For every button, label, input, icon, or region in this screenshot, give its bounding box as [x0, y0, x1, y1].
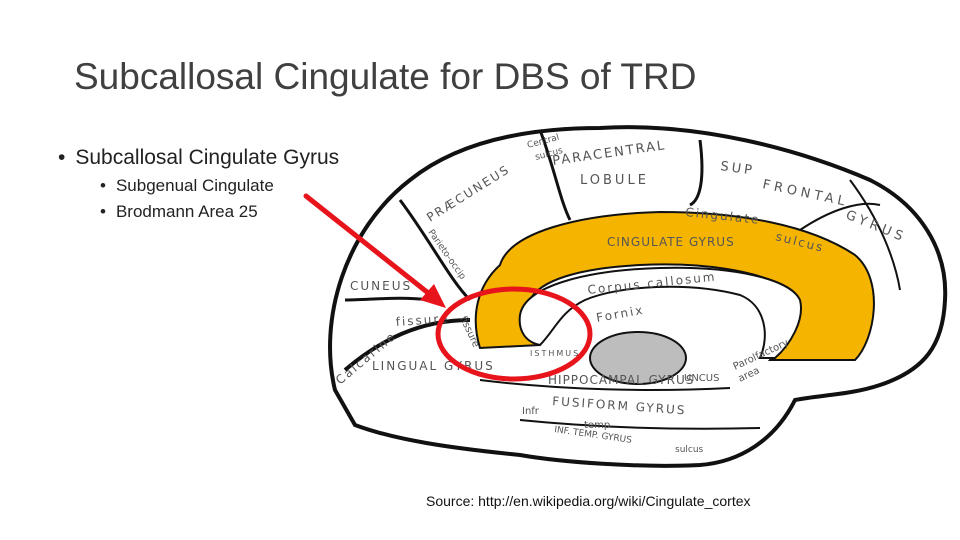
- label-infr: Infr: [522, 406, 540, 417]
- sulcus-line: [479, 379, 731, 391]
- sub-bullet-text: Subgenual Cingulate: [115, 176, 274, 195]
- sub-bullet-item: • Subgenual Cingulate: [100, 176, 339, 196]
- annotation-circle: [435, 286, 593, 382]
- sulcus-line: [849, 179, 901, 291]
- label-sup: SUP: [719, 159, 755, 179]
- annotation-arrow-head: [420, 284, 446, 308]
- sub-bullet-item: • Brodmann Area 25: [100, 202, 339, 222]
- label-sulcus-bottom: sulcus: [675, 445, 704, 455]
- bullet-item: • Subcallosal Cingulate Gyrus: [58, 146, 339, 170]
- sulcus-line: [519, 419, 761, 430]
- bullet-list: • Subcallosal Cingulate Gyrus • Subgenual …: [58, 146, 339, 222]
- thalamus-region: [589, 331, 687, 385]
- sulcus-line: [689, 139, 704, 207]
- sulcus-line: [398, 199, 472, 302]
- bullet-dot: •: [100, 202, 106, 221]
- sub-bullet-text: Brodmann Area 25: [115, 202, 258, 221]
- bullet-dot: •: [100, 176, 106, 195]
- label-isthmus: ISTHMUS: [530, 349, 580, 358]
- corpus-callosum: [518, 266, 802, 359]
- label-cingulate-gyrus: CINGULATE GYRUS: [607, 235, 735, 249]
- label-fissure-1: fissure: [395, 311, 450, 329]
- source-citation: Source: http://en.wikipedia.org/wiki/Cin…: [426, 493, 751, 509]
- bullet-dot: •: [58, 146, 66, 169]
- label-hippocampal-gyrus: HIPPOCAMPAL GYRUS: [548, 373, 694, 387]
- slide-title: Subcallosal Cingulate for DBS of TRD: [74, 56, 697, 97]
- sulcus-line: [799, 202, 881, 231]
- bullet-text: Subcallosal Cingulate Gyrus: [75, 146, 340, 169]
- annotation-arrow-line: [303, 193, 435, 299]
- sulcus-line: [538, 129, 572, 221]
- label-temp: temp.: [584, 420, 613, 431]
- label-cuneus: CUNEUS: [350, 279, 412, 293]
- sulcus-line: [343, 318, 471, 372]
- label-uncus: UNCUS: [684, 373, 719, 384]
- sulcus-line: [344, 296, 431, 302]
- label-lobule: LOBULE: [580, 173, 649, 188]
